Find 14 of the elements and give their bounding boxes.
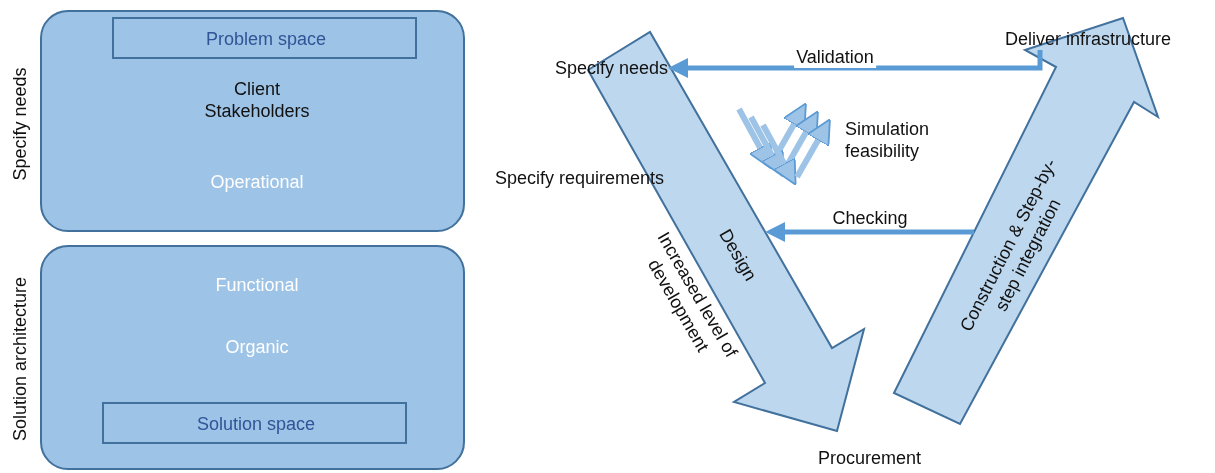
heading-box	[112, 17, 417, 59]
panel-text: Operational	[210, 171, 304, 193]
stage-label: Procurement	[818, 447, 922, 469]
box-heading: Solution space	[196, 413, 316, 435]
arrow	[668, 50, 1043, 78]
panel-text: Functional	[215, 274, 299, 296]
side-heading: Specify needs	[9, 67, 31, 181]
side-heading: Solution architecture	[9, 276, 31, 442]
arrow	[765, 222, 974, 242]
box-heading: Problem space	[205, 28, 327, 50]
annotation-text: Simulation feasibility	[845, 118, 931, 162]
panel-text: Client Stakeholders	[203, 78, 311, 122]
heading-box	[102, 402, 407, 444]
panel-text: Organic	[225, 336, 289, 358]
